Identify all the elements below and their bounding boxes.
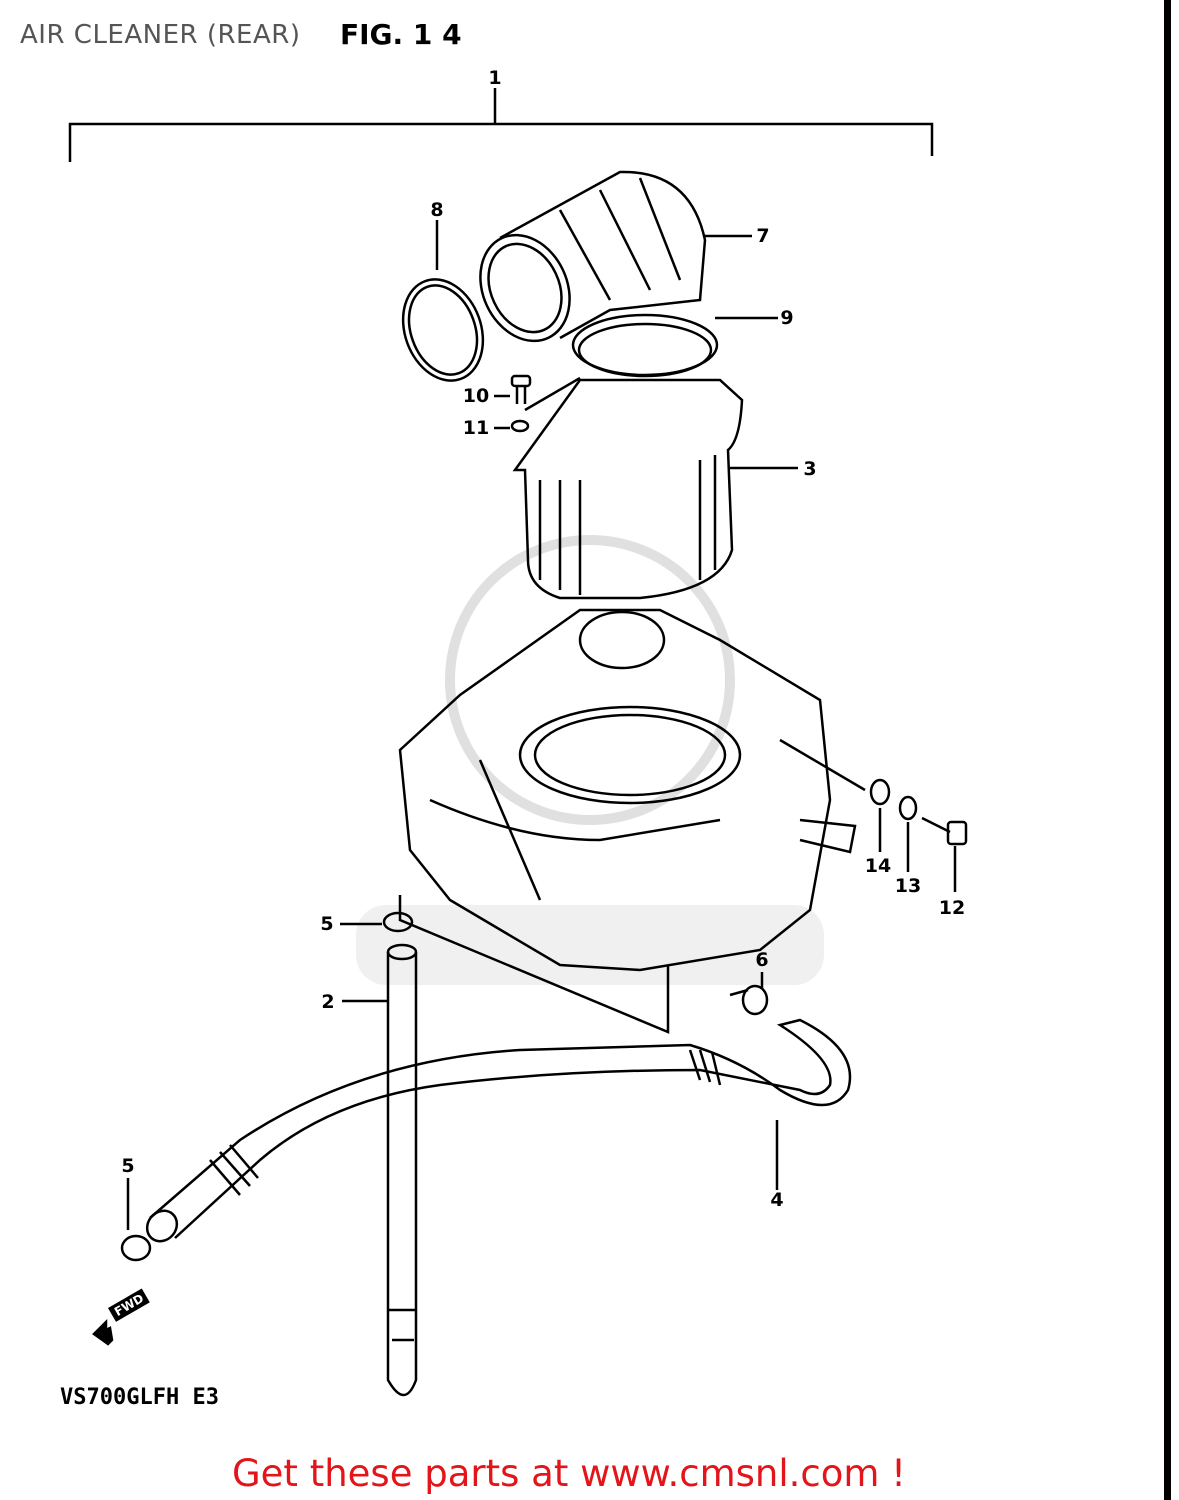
model-code: VS700GLFH E3 xyxy=(60,1385,219,1410)
part-washers-bolt xyxy=(869,778,968,892)
fwd-arrow-icon xyxy=(92,1318,114,1346)
part-hose-4 xyxy=(145,1018,852,1243)
callout-6[interactable]: 6 xyxy=(755,949,769,971)
part-screw-10 xyxy=(494,374,581,433)
callout-2[interactable]: 2 xyxy=(321,991,335,1013)
part-clip-5 xyxy=(120,911,414,1262)
callout-13[interactable]: 13 xyxy=(894,875,922,897)
part-air-cleaner-case xyxy=(398,608,866,1034)
callout-1[interactable]: 1 xyxy=(488,67,502,89)
callout-3[interactable]: 3 xyxy=(803,458,817,480)
part-filter-3 xyxy=(512,378,798,600)
part-clamp-8 xyxy=(401,220,485,382)
part-ring-9 xyxy=(571,313,719,378)
figure-number: FIG. 1 4 xyxy=(340,18,462,51)
page-border xyxy=(1164,0,1171,1500)
callout-12[interactable]: 12 xyxy=(938,897,966,919)
part-duct-7 xyxy=(479,170,778,343)
part-clamp-6 xyxy=(729,972,769,1016)
part-drain-tube-2 xyxy=(342,943,418,1397)
callout-5[interactable]: 5 xyxy=(320,913,334,935)
callout-5[interactable]: 5 xyxy=(121,1155,135,1177)
callout-10[interactable]: 10 xyxy=(462,385,490,407)
callout-11[interactable]: 11 xyxy=(462,417,490,439)
callout-4[interactable]: 4 xyxy=(770,1189,784,1211)
watermark-logo xyxy=(356,535,824,985)
diagram-subtitle: AIR CLEANER (REAR) xyxy=(20,20,301,50)
callout-9[interactable]: 9 xyxy=(780,307,794,329)
callout-14[interactable]: 14 xyxy=(864,855,892,877)
assembly-bracket xyxy=(68,88,934,162)
callout-7[interactable]: 7 xyxy=(756,225,770,247)
callout-8[interactable]: 8 xyxy=(430,199,444,221)
footer-link[interactable]: Get these parts at www.cmsnl.com ! xyxy=(232,1452,907,1495)
